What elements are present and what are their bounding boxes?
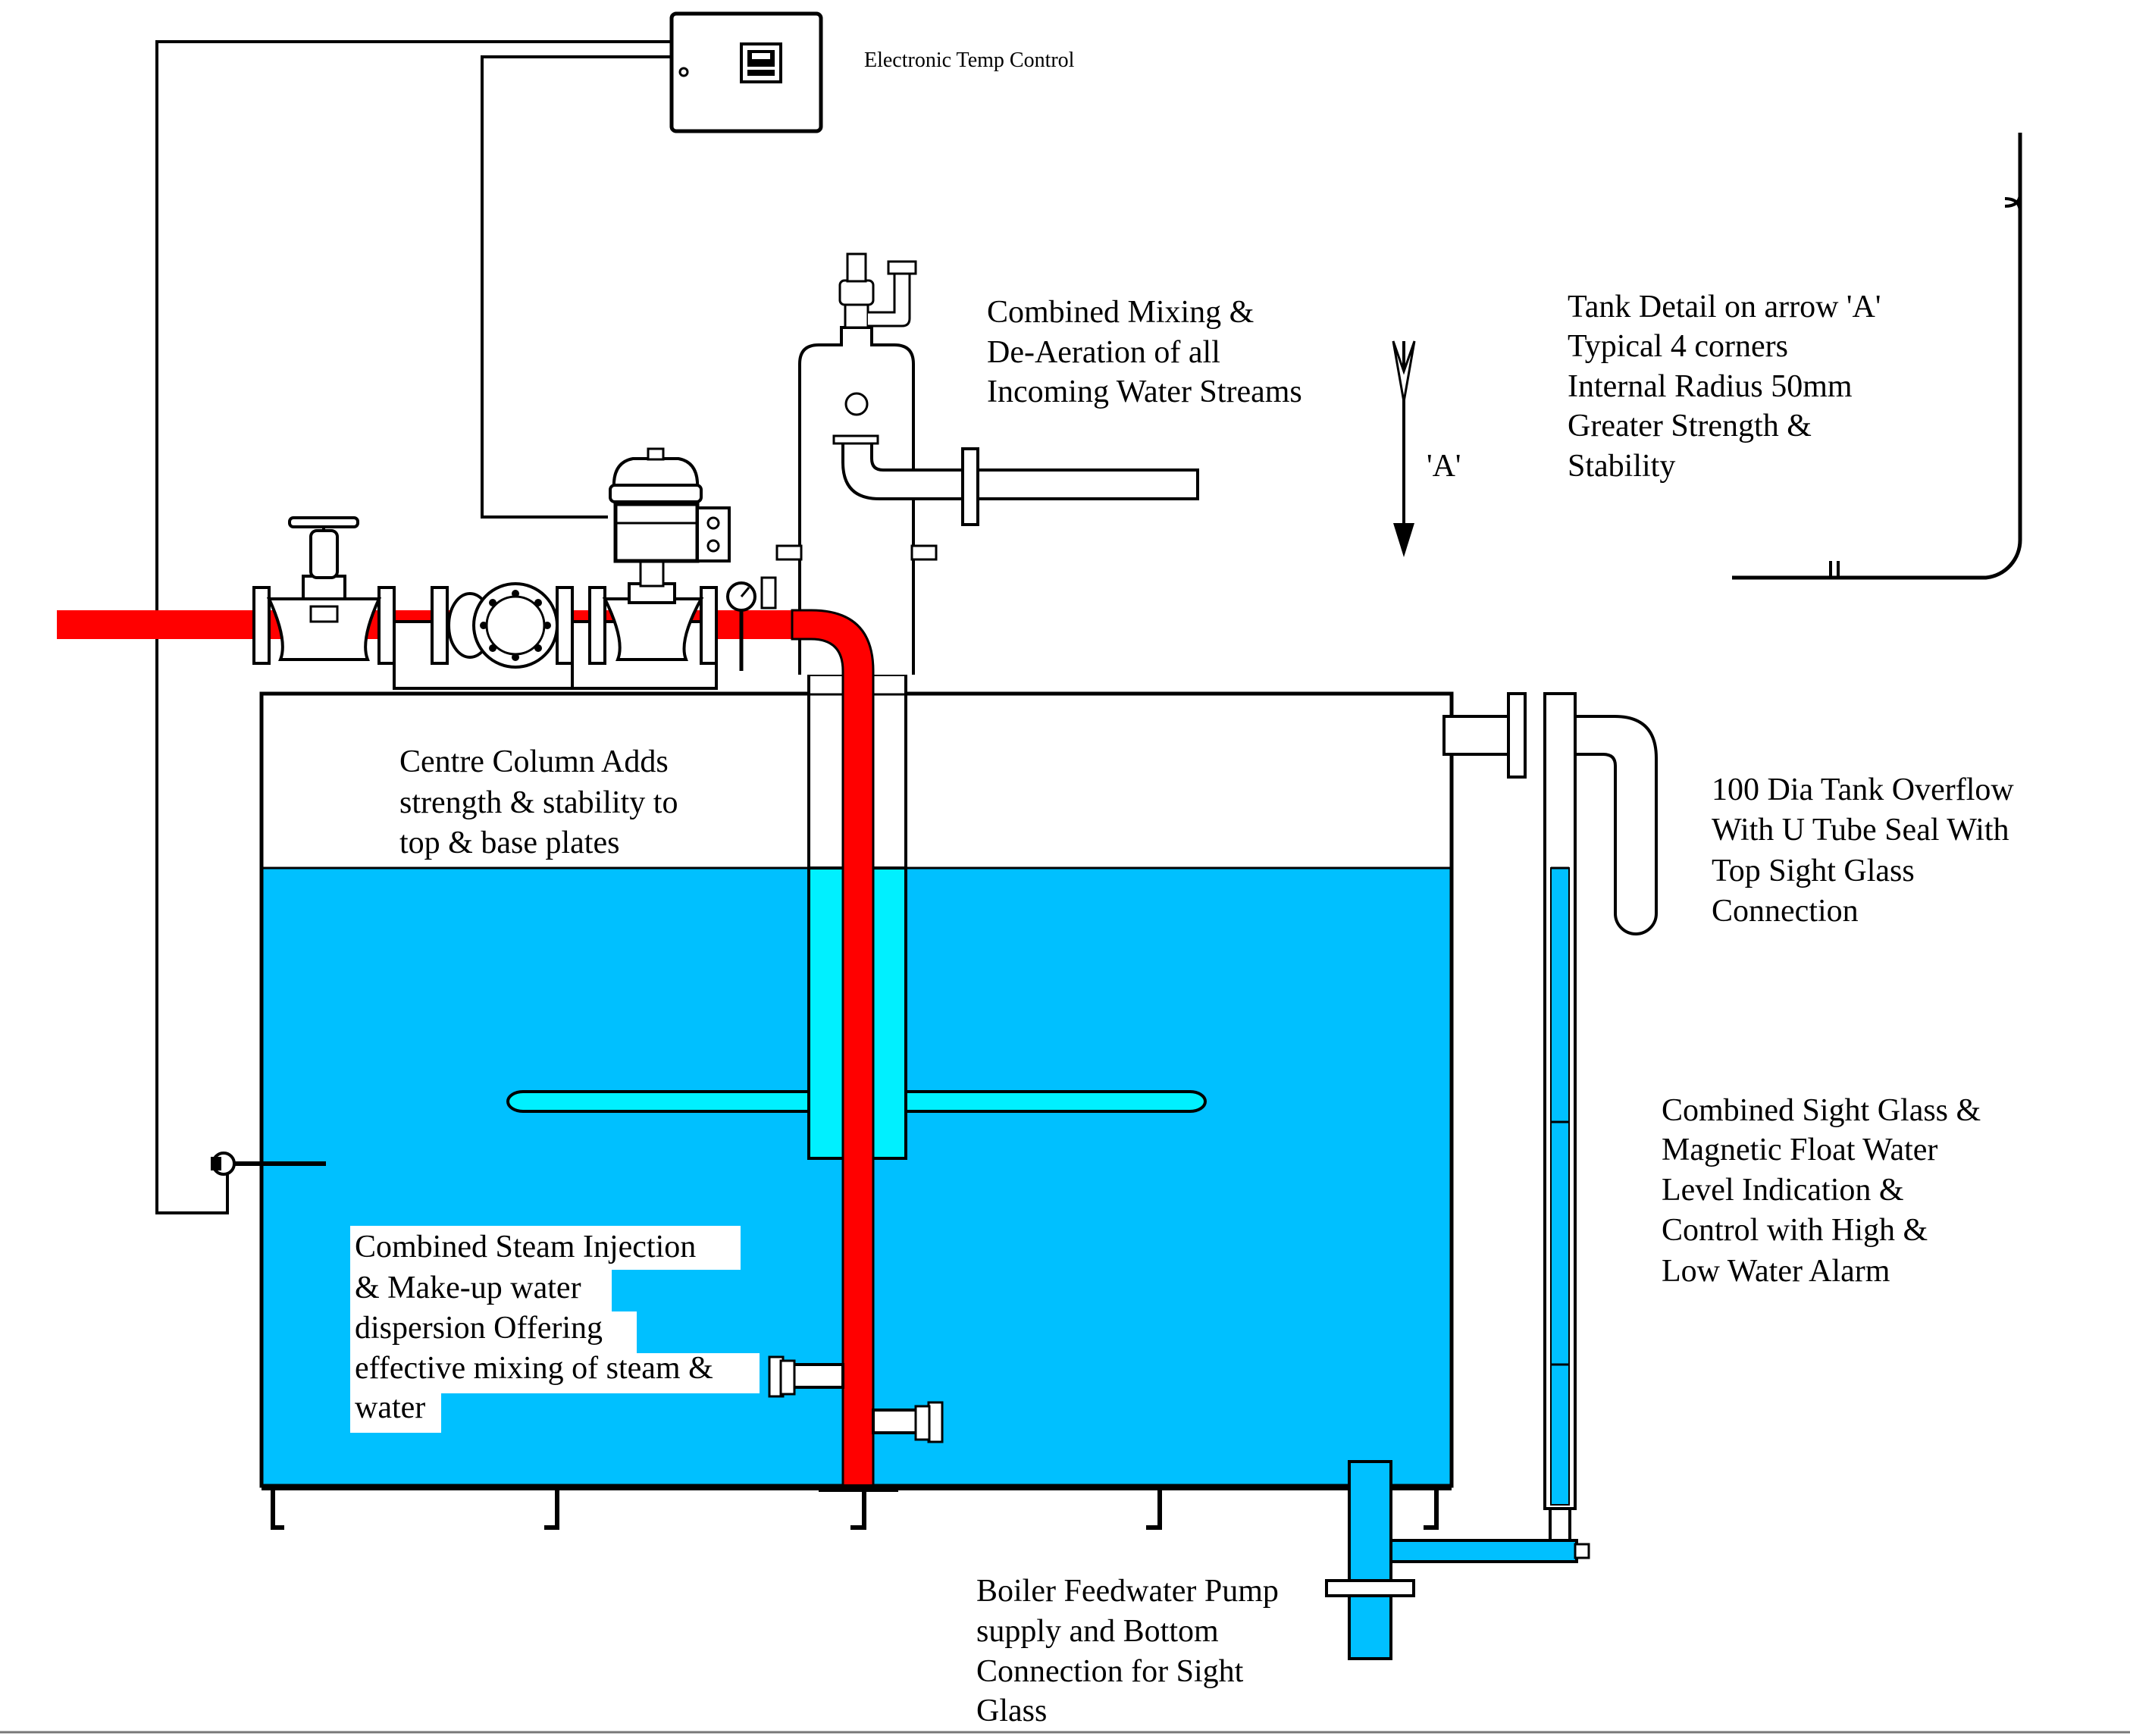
air-vent-icon bbox=[838, 252, 917, 329]
overflow-pipe bbox=[1442, 692, 1658, 935]
svg-text:Level Indication &: Level Indication & bbox=[1662, 1173, 1904, 1208]
sight-glass bbox=[1543, 692, 1577, 1559]
control-valve-icon bbox=[571, 447, 731, 690]
mixing-label: Combined Mixing & De-Aeration of all Inc… bbox=[987, 295, 1302, 409]
sight-glass-label: Combined Sight Glass & Magnetic Float Wa… bbox=[1662, 1093, 1981, 1289]
tank-detail-label: Tank Detail on arrow 'A' Typical 4 corne… bbox=[1568, 290, 1881, 484]
svg-text:Typical 4 corners: Typical 4 corners bbox=[1568, 329, 1788, 364]
svg-text:Low Water Alarm: Low Water Alarm bbox=[1662, 1254, 1890, 1289]
svg-text:dispersion Offering: dispersion Offering bbox=[355, 1311, 603, 1346]
sight-glass-bottom-connection bbox=[1389, 1539, 1590, 1563]
svg-text:Connection for Sight: Connection for Sight bbox=[976, 1654, 1244, 1689]
svg-text:top & base plates: top & base plates bbox=[399, 826, 619, 860]
svg-text:Combined Sight Glass &: Combined Sight Glass & bbox=[1662, 1093, 1981, 1128]
svg-text:Magnetic Float Water: Magnetic Float Water bbox=[1662, 1133, 1937, 1167]
pressure-gauge-icon bbox=[726, 576, 777, 671]
steam-injection-label: Combined Steam Injection & Make-up water… bbox=[350, 1226, 760, 1433]
svg-text:water: water bbox=[355, 1390, 425, 1425]
svg-text:Centre Column Adds: Centre Column Adds bbox=[399, 744, 669, 779]
temp-controller-display-icon bbox=[740, 42, 782, 83]
svg-text:Internal Radius 50mm: Internal Radius 50mm bbox=[1568, 369, 1853, 404]
tank-corner-detail bbox=[1732, 133, 2022, 580]
svg-text:Stability: Stability bbox=[1568, 449, 1675, 484]
svg-text:Tank Detail on arrow 'A': Tank Detail on arrow 'A' bbox=[1568, 290, 1881, 324]
svg-text:effective mixing of steam &: effective mixing of steam & bbox=[355, 1351, 713, 1386]
svg-text:supply and Bottom: supply and Bottom bbox=[976, 1614, 1219, 1649]
svg-text:Combined Mixing &: Combined Mixing & bbox=[987, 295, 1254, 330]
centre-column-label: Centre Column Adds strength & stability … bbox=[399, 744, 678, 860]
strainer-icon bbox=[393, 582, 574, 690]
svg-text:Boiler Feedwater Pump: Boiler Feedwater Pump bbox=[976, 1574, 1279, 1609]
dispersion-arms bbox=[506, 1090, 1207, 1113]
deaerator-vessel bbox=[775, 326, 1199, 675]
tank-feet bbox=[271, 1490, 1439, 1530]
svg-text:Top Sight Glass: Top Sight Glass bbox=[1712, 854, 1915, 888]
svg-text:& Make-up water: & Make-up water bbox=[355, 1271, 581, 1305]
overflow-label: 100 Dia Tank Overflow With U Tube Seal W… bbox=[1712, 772, 2014, 929]
control-wiring bbox=[155, 40, 673, 1214]
check-valve-icon bbox=[872, 1401, 944, 1443]
svg-text:De-Aeration of all: De-Aeration of all bbox=[987, 335, 1220, 370]
svg-text:Control with High &: Control with High & bbox=[1662, 1213, 1928, 1248]
svg-text:Connection: Connection bbox=[1712, 894, 1859, 929]
feedwater-outlet bbox=[1325, 1460, 1415, 1660]
svg-text:Incoming Water Streams: Incoming Water Streams bbox=[987, 374, 1302, 409]
feedwater-label: Boiler Feedwater Pump supply and Bottom … bbox=[976, 1574, 1279, 1728]
globe-valve-icon bbox=[252, 516, 396, 665]
svg-text:100 Dia Tank Overflow: 100 Dia Tank Overflow bbox=[1712, 772, 2014, 807]
svg-text:strength & stability to: strength & stability to bbox=[399, 785, 678, 820]
svg-text:With U Tube Seal With: With U Tube Seal With bbox=[1712, 813, 2009, 848]
check-valve-icon bbox=[768, 1355, 844, 1398]
temp-control-label: Electronic Temp Control bbox=[864, 49, 1075, 72]
temperature-probe-icon bbox=[211, 1152, 326, 1176]
svg-text:Glass: Glass bbox=[976, 1694, 1047, 1728]
temp-controller-box bbox=[669, 11, 823, 133]
direction-arrow-icon bbox=[1392, 340, 1416, 557]
arrow-a-label: 'A' bbox=[1427, 449, 1461, 484]
svg-text:Combined Steam Injection: Combined Steam Injection bbox=[355, 1230, 696, 1264]
svg-text:Greater Strength &: Greater Strength & bbox=[1568, 409, 1812, 443]
